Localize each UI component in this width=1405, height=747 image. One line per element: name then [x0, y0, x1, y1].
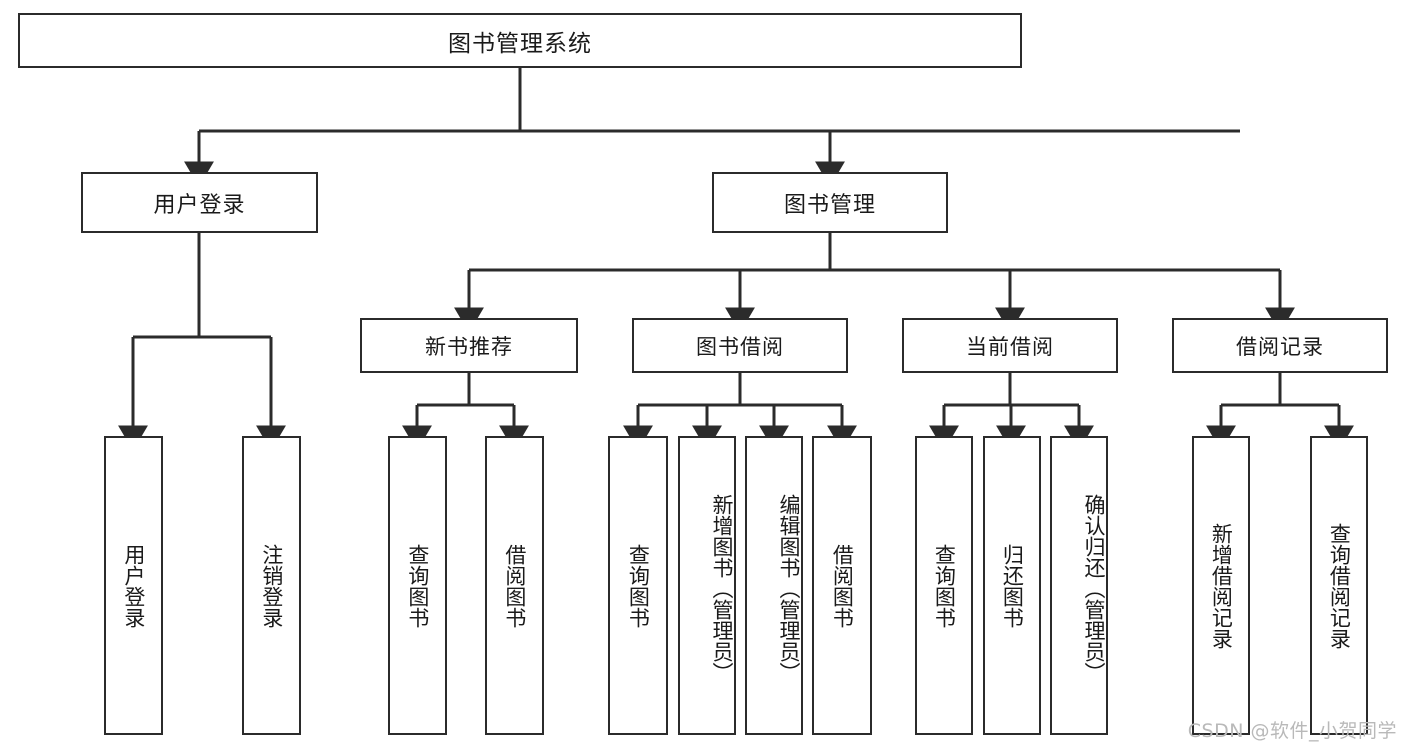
node-book-manage[interactable]: 图书管理: [712, 172, 948, 233]
leaf-query-book-recommend[interactable]: 查询图书: [388, 436, 447, 735]
node-borrow-record[interactable]: 借阅记录: [1172, 318, 1388, 373]
leaf-query-borrow-record[interactable]: 查询借阅记录: [1310, 436, 1368, 735]
leaf-edit-book[interactable]: 编辑图书（管理员）: [745, 436, 803, 735]
node-current-borrow[interactable]: 当前借阅: [902, 318, 1118, 373]
leaf-add-borrow-record[interactable]: 新增借阅记录: [1192, 436, 1250, 735]
leaf-confirm-return[interactable]: 确认归还（管理员）: [1050, 436, 1108, 735]
leaf-borrow-book-recommend[interactable]: 借阅图书: [485, 436, 544, 735]
leaf-borrow-book[interactable]: 借阅图书: [812, 436, 872, 735]
leaf-query-book-current[interactable]: 查询图书: [915, 436, 973, 735]
leaf-query-book-borrow[interactable]: 查询图书: [608, 436, 668, 735]
watermark-text: CSDN @软件_小贺同学: [1187, 720, 1397, 742]
node-new-book-recommend[interactable]: 新书推荐: [360, 318, 578, 373]
leaf-return-book[interactable]: 归还图书: [983, 436, 1041, 735]
leaf-user-login[interactable]: 用户登录: [104, 436, 163, 735]
node-root-system[interactable]: 图书管理系统: [18, 13, 1022, 68]
node-user-login[interactable]: 用户登录: [81, 172, 318, 233]
node-book-borrow[interactable]: 图书借阅: [632, 318, 848, 373]
leaf-add-book[interactable]: 新增图书（管理员）: [678, 436, 736, 735]
leaf-user-logout[interactable]: 注销登录: [242, 436, 301, 735]
